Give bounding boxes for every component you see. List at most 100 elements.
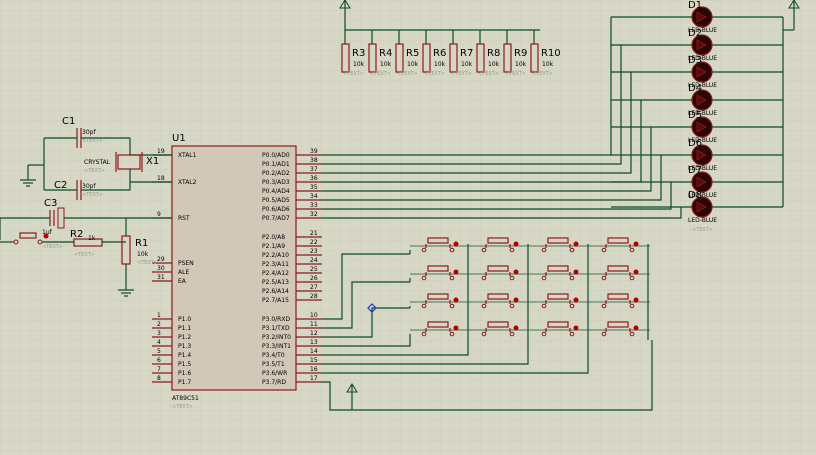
mcu-pin-number: 32 [310,211,318,218]
keypad-key[interactable] [541,265,579,281]
keypad-key[interactable] [541,293,579,309]
led-value: LED-BLUE [688,217,717,224]
mcu-pin-name: EA [178,278,187,285]
mcu-pin-name: P3.3/INT1 [262,343,291,350]
x1-ghost-text: <TEXT> [84,168,105,174]
mcu-pin-number: 2 [157,321,161,328]
resistor-value: 10k [488,61,500,68]
mcu-pin-number: 30 [157,265,165,272]
mcu-pin-number: 38 [310,157,318,164]
led-ref: D4 [688,83,702,94]
led-ref: D5 [688,110,702,121]
mcu-pin-name: P3.1/TXD [262,325,290,332]
resistor-ghost-text: <TEXT> [478,71,499,77]
keypad-key[interactable] [601,293,639,309]
wire-junction [367,303,377,313]
keypad-key[interactable] [421,321,459,337]
mcu-pin-number: 28 [310,293,318,300]
mcu-pin-number: 23 [310,248,318,255]
resistor-body [449,43,458,73]
led-ref: D7 [688,165,702,176]
keypad-key[interactable] [541,321,579,337]
resistor-bank: R310k<TEXT>R410k<TEXT>R510k<TEXT>R610k<T… [341,30,561,77]
mcu-pin-number: 5 [157,348,161,355]
resistor-value: 10k [515,61,527,68]
keypad-key[interactable] [601,237,639,253]
keypad-key[interactable] [421,293,459,309]
mcu-pin-name: P2.2/A10 [262,252,289,259]
mcu-pin-name: XTAL2 [178,179,197,186]
keypad-key[interactable] [421,237,459,253]
keypad-key[interactable] [481,293,519,309]
mcu-pin-number: 6 [157,357,161,364]
resistor-ref: R7 [460,48,473,59]
mcu-pin-number: 24 [310,257,318,264]
resistor-value: 10k [380,61,392,68]
mcu-pin-name: P2.1/A9 [262,243,285,250]
mcu-pin-name: P1.6 [178,370,191,377]
port-wires [322,17,682,411]
mcu-body [171,145,297,391]
mcu-pin-number: 3 [157,330,161,337]
mcu-pin-name: P2.7/A15 [262,297,289,304]
mcu-pin-number: 9 [157,211,161,218]
resistor-ref: R9 [514,48,527,59]
resistor-value: 10k [434,61,446,68]
led-value: LED-BLUE [688,192,717,199]
c1-ghost-text: <TEXT> [82,138,103,144]
led-value: LED-BLUE [688,82,717,89]
led-value: LED-BLUE [688,55,717,62]
mcu-pin-number: 35 [310,184,318,191]
mcu-pin-name: P1.3 [178,343,191,350]
resistor-body [530,43,539,73]
mcu-pin-name: P3.4/T0 [262,352,285,359]
keypad-key[interactable] [541,237,579,253]
mcu-left-pins: 19XTAL118XTAL29RST29PSEN30ALE31EA1P1.02P… [152,148,197,386]
bottom-supply-terminal [346,383,358,410]
c2-value: 30pf [82,183,96,190]
mcu-pin-number: 26 [310,275,318,282]
resistor-ghost-text: <TEXT> [532,71,553,77]
mcu-pin-name: P1.7 [178,379,191,386]
mcu-u1[interactable]: U1 AT89C51 <TEXT> 19XTAL118XTAL29RST29PS… [152,133,322,410]
keypad-key[interactable] [481,265,519,281]
c2-ghost-text: <TEXT> [82,192,103,198]
resistor-body [368,43,377,73]
led-value: LED-BLUE [688,137,717,144]
mcu-pin-number: 12 [310,330,318,337]
keypad-key[interactable] [481,237,519,253]
resistor-ref: R4 [379,48,392,59]
resistor-ghost-text: <TEXT> [505,71,526,77]
mcu-pin-name: RST [178,215,190,222]
oscillator-circuit: C1 30pf <TEXT> X1 CRYSTAL <TEXT> C2 30pf… [20,116,172,200]
resistor-value: 10k [461,61,473,68]
keypad-key[interactable] [481,321,519,337]
r2-ref: R2 [70,229,83,240]
resistor-body [341,43,350,73]
mcu-pin-number: 39 [310,148,318,155]
keypad-key[interactable] [421,265,459,281]
mcu-pin-name: P0.1/AD1 [262,161,290,168]
mcu-pin-number: 14 [310,348,318,355]
resistor-ref: R3 [352,48,365,59]
top-supply-terminal [339,0,540,31]
mcu-pin-number: 10 [310,312,318,319]
c2-ref: C2 [54,180,67,191]
led-ref: D1 [688,0,702,11]
mcu-pin-name: ALE [178,269,189,276]
mcu-right-pins: 39P0.0/AD038P0.1/AD137P0.2/AD236P0.3/AD3… [262,148,322,386]
keypad-key[interactable] [601,321,639,337]
keypad-key[interactable] [601,265,639,281]
resistor-ref: R10 [541,48,561,59]
resistor-value: 10k [407,61,419,68]
right-supply-terminal [788,0,800,30]
mcu-pin-name: P2.6/A14 [262,288,289,295]
mcu-pin-name: P3.7/RD [262,379,286,386]
mcu-pin-number: 18 [157,175,165,182]
mcu-pin-number: 21 [310,230,318,237]
mcu-pin-number: 19 [157,148,165,155]
led-value: LED-BLUE [688,27,717,34]
r1-ref: R1 [135,238,148,249]
